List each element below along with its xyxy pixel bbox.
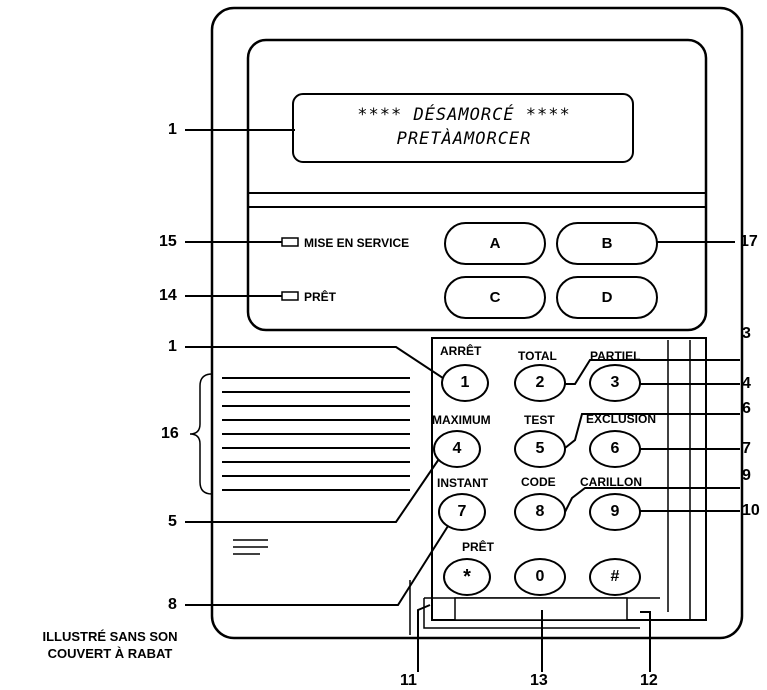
key-9[interactable]: 9 xyxy=(589,493,641,531)
lcd-line-2: PRETÀAMORCER xyxy=(396,129,532,149)
key-d[interactable]: D xyxy=(556,276,658,319)
callout-15: 15 xyxy=(159,233,177,250)
callout-5-left: 5 xyxy=(168,513,177,530)
callout-1-key: 1 xyxy=(168,338,177,355)
key-9-label: CARILLON xyxy=(580,475,642,489)
callout-1-display: 1 xyxy=(168,121,177,138)
key-1[interactable]: 1 xyxy=(441,364,489,402)
key-3[interactable]: 3 xyxy=(589,364,641,402)
lcd-window xyxy=(292,93,634,163)
illustration-note: ILLUSTRÉ SANS SON COUVERT À RABAT xyxy=(0,628,220,662)
callout-11: 11 xyxy=(400,672,417,689)
key-3-label: PARTIEL xyxy=(590,349,641,363)
illustration-note-line-2: COUVERT À RABAT xyxy=(47,646,173,661)
callout-9: 9 xyxy=(742,467,751,484)
key-8-label: CODE xyxy=(521,475,556,489)
brace-16 xyxy=(189,373,213,495)
callout-7: 7 xyxy=(742,440,751,457)
key-star[interactable]: * xyxy=(443,558,491,596)
key-0[interactable]: 0 xyxy=(514,558,566,596)
key-6-label: EXCLUSION xyxy=(586,412,657,426)
key-4[interactable]: 4 xyxy=(433,430,481,468)
lcd-line-1: **** DÉSAMORCÉ **** xyxy=(357,105,571,125)
key-2-label: TOTAL xyxy=(518,349,557,363)
key-b[interactable]: B xyxy=(556,222,658,265)
vent-lines xyxy=(233,539,268,555)
key-a[interactable]: A xyxy=(444,222,546,265)
key-hash[interactable]: # xyxy=(589,558,641,596)
key-c[interactable]: C xyxy=(444,276,546,319)
callout-17: 17 xyxy=(740,233,758,250)
callout-3: 3 xyxy=(742,325,751,342)
key-6[interactable]: 6 xyxy=(589,430,641,468)
key-2[interactable]: 2 xyxy=(514,364,566,402)
ready-led-label: PRÊT xyxy=(304,290,337,304)
key-7-label: INSTANT xyxy=(437,476,489,490)
service-led xyxy=(281,237,299,247)
keypad-frame xyxy=(431,337,707,621)
callout-6: 6 xyxy=(742,400,751,417)
service-led-label: MISE EN SERVICE xyxy=(304,236,410,250)
callout-8-left: 8 xyxy=(168,596,177,613)
key-star-label: PRÊT xyxy=(462,540,495,554)
key-4-label: MAXIMUM xyxy=(432,413,491,427)
ready-led xyxy=(281,291,299,301)
key-7[interactable]: 7 xyxy=(438,493,486,531)
key-1-label: ARRÊT xyxy=(440,344,482,358)
callout-14: 14 xyxy=(159,287,177,304)
callout-16: 16 xyxy=(161,425,179,442)
illustration-note-line-1: ILLUSTRÉ SANS SON xyxy=(42,629,178,644)
key-5[interactable]: 5 xyxy=(514,430,566,468)
key-8[interactable]: 8 xyxy=(514,493,566,531)
leader-lines xyxy=(185,129,740,672)
speaker-grille xyxy=(222,377,410,491)
key-5-label: TEST xyxy=(524,413,555,427)
callout-12: 12 xyxy=(640,672,658,689)
callout-10: 10 xyxy=(742,502,760,519)
callout-13: 13 xyxy=(530,672,548,689)
callout-4: 4 xyxy=(742,375,751,392)
